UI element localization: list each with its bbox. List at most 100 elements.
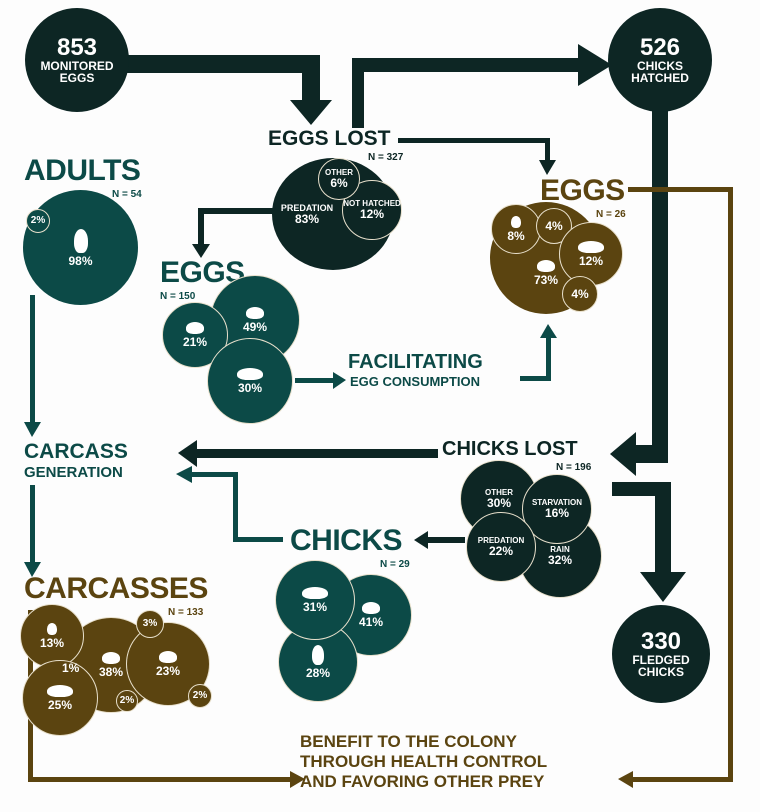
carcass-chick-circle: 13% (20, 604, 84, 668)
chicks-armadillo-circle: 31% (275, 560, 355, 640)
chicks-n: N = 29 (380, 559, 410, 570)
eggs-lost-title: EGGS LOST (268, 127, 391, 150)
value: 31% (302, 600, 328, 614)
chicks-lost-title: CHICKS LOST (442, 438, 578, 460)
label: RAIN (550, 545, 570, 554)
adults-title: ADULTS (24, 154, 141, 187)
adults-n: N = 54 (112, 189, 142, 200)
monitored-eggs-circle: 853 MONITORED EGGS (25, 8, 129, 112)
value: 49% (242, 320, 268, 334)
value: 83% (294, 211, 320, 226)
carcass-small-fox-circle: 3% (136, 610, 164, 638)
chick-icon (511, 216, 521, 228)
benefit-line-1: BENEFIT TO THE COLONY (300, 732, 517, 751)
fledged-label: FLEDGED (632, 653, 690, 667)
duck-consumer-circle: 4% (562, 276, 598, 312)
label: PREDATION (477, 536, 525, 545)
hatched-label: CHICKS (636, 59, 683, 73)
label: OTHER (325, 168, 353, 177)
label: NOT HATCHED (343, 199, 401, 208)
armadillo-circle: 30% (207, 338, 293, 424)
chick-icon (47, 623, 57, 635)
armadillo-consumer-circle: 12% (559, 222, 623, 286)
monitored-label-2: EGGS (59, 71, 95, 85)
value: 8% (507, 229, 525, 243)
value: 12% (578, 254, 604, 268)
gull-icon (246, 307, 264, 319)
value: 2% (119, 695, 135, 706)
value: 4% (545, 219, 563, 233)
carcass-generation-label-2: GENERATION (24, 464, 123, 481)
gull-icon (102, 652, 120, 664)
hatched-label-2: HATCHED (631, 71, 689, 85)
eggs-consumers-n: N = 26 (596, 209, 626, 220)
egg-consumption-label: EGG CONSUMPTION (350, 374, 481, 389)
carcass-generation-label: CARCASS (24, 440, 128, 463)
carcass-pigeon-circle: 23% (126, 622, 210, 706)
monitored-label: MONITORED (40, 59, 114, 73)
value: 41% (358, 615, 384, 629)
facilitating-label: FACILITATING (348, 351, 483, 373)
arrow-hatched-to-chicks-lost (652, 108, 668, 463)
chicks-hatched-circle: 526 CHICKS HATCHED (608, 8, 712, 112)
owl-icon (186, 322, 204, 334)
label: STARVATION (531, 498, 583, 507)
benefit-line-2: THROUGH HEALTH CONTROL (300, 752, 548, 771)
monitored-count: 853 (56, 34, 98, 61)
dark-arrows (120, 44, 686, 602)
hatched-count: 526 (639, 34, 681, 61)
chick-consumer-circle: 8% (491, 204, 541, 254)
value: 4% (571, 287, 589, 301)
gull-icon (537, 260, 555, 272)
arrow-to-fledged (612, 482, 668, 496)
arrow-to-hatched (352, 58, 364, 128)
carcass-owl-circle: 2% (188, 684, 212, 708)
carcasses-title: CARCASSES (24, 572, 208, 605)
arrow-monitored-to-eggs-lost (120, 55, 320, 73)
label: PREDATION (280, 202, 334, 213)
eggs-predators-n: N = 150 (160, 291, 196, 302)
value: 21% (182, 335, 208, 349)
carcass-armadillo-circle: 25% (22, 660, 98, 736)
adults-cat-circle: 98% (23, 190, 138, 305)
carcass-tern-value: 1% (62, 661, 80, 675)
value: 25% (47, 698, 73, 712)
value: 2% (192, 690, 208, 701)
value: 13% (39, 636, 65, 650)
fledged-label-2: CHICKS (637, 665, 684, 679)
arrow-eggs-lost-to-eggs-consumed (398, 138, 550, 143)
armadillo-icon (47, 685, 73, 697)
arrow-chicks-lost-to-chicks (425, 537, 465, 543)
value: 2% (30, 215, 46, 226)
value: 98% (68, 253, 93, 268)
arrow-chicks-lost-to-carcass (195, 449, 438, 458)
pigeon-icon (159, 651, 177, 663)
chicks-lost-n: N = 196 (556, 462, 592, 473)
value: 73% (533, 273, 559, 287)
value: 30% (486, 496, 512, 510)
label: OTHER (485, 488, 513, 497)
benefit-line-3: AND FAVORING OTHER PREY (300, 772, 545, 791)
armadillo-icon (302, 587, 328, 599)
adults-dog-circle: 2% (26, 209, 50, 233)
eggs-lost-n: N = 327 (368, 152, 404, 163)
armadillo-icon (578, 241, 604, 253)
gull-icon (362, 602, 380, 614)
cat-icon (73, 228, 88, 253)
armadillo-icon (237, 368, 263, 380)
fledged-chicks-circle: 330 FLEDGED CHICKS (612, 605, 710, 703)
value: 38% (98, 665, 124, 679)
arrow-eggs-lost-to-eggs-predated (198, 208, 283, 214)
value: 32% (547, 553, 573, 567)
cat-icon (312, 645, 324, 665)
chicks-title: CHICKS (290, 524, 403, 557)
value: 22% (488, 544, 514, 558)
carcass-fox-circle: 2% (116, 690, 138, 712)
eggs-consumers-title: EGGS (540, 174, 625, 207)
value: 12% (359, 207, 385, 221)
